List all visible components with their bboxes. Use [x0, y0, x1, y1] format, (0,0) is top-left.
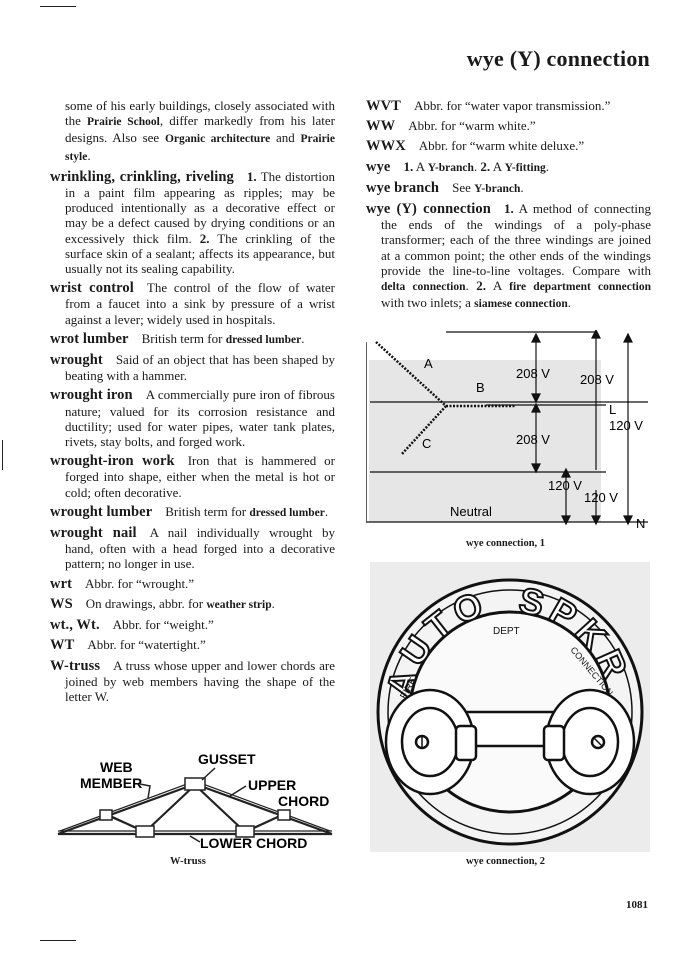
label-208v: 208 V: [580, 372, 614, 387]
wye-connection-1-figure: A B C L N Neutral 208 V 208 V 208 V 120 …: [366, 330, 648, 530]
entry-definition: The control of the flow of water from a …: [65, 280, 335, 327]
label-120v: 120 V: [584, 490, 618, 505]
entry-term: wrt: [50, 575, 73, 592]
shaded-panel: [369, 360, 601, 522]
dictionary-entry: wrist control The control of the flow of…: [50, 280, 335, 327]
entry-definition: A commercially pure iron of fibrous natu…: [65, 387, 335, 450]
dictionary-entry: WW Abbr. for “warm white.”: [366, 118, 651, 134]
label-a: A: [424, 356, 433, 371]
entry-definition: See Y-branch.: [452, 179, 524, 195]
entry-definition: British term for dressed lumber.: [141, 330, 305, 346]
dictionary-entry: WWX Abbr. for “warm white deluxe.”: [366, 138, 651, 154]
entry-term: WT: [50, 637, 75, 654]
entry-definition: 1. A method of connecting the ends of th…: [381, 201, 652, 311]
label-gusset: GUSSET: [198, 751, 256, 767]
entry-term: wrought: [50, 352, 103, 369]
entry-term: wrot lumber: [50, 330, 129, 347]
entry-definition: Abbr. for “weight.”: [112, 617, 214, 633]
entry-definition: A nail individually wrought by hand, oft…: [65, 525, 335, 572]
entry-definition: Abbr. for “warm white.”: [408, 118, 536, 134]
dictionary-entry: wt., Wt. Abbr. for “weight.”: [50, 617, 335, 633]
dept-text: DEPT: [493, 626, 520, 637]
dictionary-entry: wye 1. A Y-branch. 2. A Y-fitting.: [366, 159, 651, 176]
entry-term: wrist control: [50, 280, 134, 297]
dictionary-entry: wrought nail A nail individually wrought…: [50, 525, 335, 572]
entry-definition: Iron that is hammered or forged into sha…: [65, 453, 336, 500]
winding-a: [375, 341, 447, 407]
entry-term: wrought-iron work: [50, 453, 175, 470]
entry-definition: 1. A Y-branch. 2. A Y-fitting.: [403, 158, 549, 174]
entry-definition: Abbr. for “watertight.”: [87, 637, 206, 653]
label-c: C: [422, 436, 431, 451]
label-neutral: Neutral: [450, 504, 492, 519]
entry-term: wye (Y) connection: [366, 201, 491, 218]
entry-definition: Abbr. for “warm white deluxe.”: [418, 138, 585, 154]
label-120v: 120 V: [548, 478, 582, 493]
label-member: MEMBER: [80, 775, 142, 791]
entry-term: wrinkling, crinkling, riveling: [50, 168, 234, 185]
dictionary-entry: wrought Said of an object that has been …: [50, 352, 335, 383]
label-lower-chord: LOWER CHORD: [200, 835, 307, 851]
crop-mark: [2, 440, 3, 470]
left-column: some of his early buildings, closely ass…: [50, 98, 335, 708]
label-b: B: [476, 380, 485, 395]
entry-definition: British term for dressed lumber.: [165, 503, 329, 519]
winding-c: [400, 405, 447, 456]
entry-term: wye: [366, 158, 391, 175]
entry-term: wrought iron: [50, 387, 133, 404]
crop-mark: [40, 6, 76, 7]
label-upper: UPPER: [248, 777, 296, 793]
w-truss-figure: WEB MEMBER GUSSET UPPER CHORD LOWER CHOR…: [57, 751, 333, 851]
crop-mark: [40, 940, 76, 941]
entry-term: WW: [366, 118, 396, 135]
dictionary-entry: wrot lumber British term for dressed lum…: [50, 331, 335, 348]
entry-definition: Said of an object that has been shaped b…: [65, 352, 335, 384]
entry-definition: 1. The distortion in a paint film appear…: [65, 168, 336, 277]
dictionary-entry: wye (Y) connection 1. A method of connec…: [366, 201, 651, 312]
dictionary-entry: W-truss A truss whose upper and lower ch…: [50, 658, 335, 705]
dictionary-entry: wrt Abbr. for “wrought.”: [50, 576, 335, 592]
dictionary-entry: wrinkling, crinkling, riveling 1. The di…: [50, 169, 335, 276]
right-column: WVT Abbr. for “water vapor transmission.…: [366, 98, 651, 316]
entry-term: W-truss: [50, 657, 101, 674]
dictionary-entry: some of his early buildings, closely ass…: [50, 98, 335, 165]
dictionary-entry: wye branch See Y-branch.: [366, 180, 651, 197]
entry-definition: On drawings, abbr. for weather strip.: [85, 595, 275, 611]
entry-term: wt., Wt.: [50, 617, 100, 634]
label-web: WEB: [100, 759, 133, 775]
label-120v: 120 V: [609, 418, 643, 433]
label-l: L: [609, 402, 616, 417]
entry-term: wrought lumber: [50, 503, 153, 520]
dictionary-entry: WS On drawings, abbr. for weather strip.: [50, 596, 335, 613]
running-head: wye (Y) connection: [466, 46, 650, 71]
caption-wye-1: wye connection, 1: [466, 538, 546, 549]
caption-wye-2: wye connection, 2: [466, 856, 546, 867]
entry-term: WWX: [366, 138, 406, 155]
dictionary-entry: wrought iron A commercially pure iron of…: [50, 387, 335, 449]
dictionary-entry: WVT Abbr. for “water vapor transmission.…: [366, 98, 651, 114]
caption-w-truss: W-truss: [170, 856, 206, 867]
entry-definition: Abbr. for “wrought.”: [85, 575, 195, 591]
gusset: [184, 777, 206, 791]
entry-term: WS: [50, 595, 73, 612]
entry-term: WVT: [366, 98, 401, 114]
label-208v: 208 V: [516, 366, 550, 381]
label-208v: 208 V: [516, 432, 550, 447]
entry-term: wye branch: [366, 179, 440, 196]
label-n: N: [636, 516, 645, 530]
label-chord: CHORD: [278, 793, 329, 809]
entry-definition: Abbr. for “water vapor transmission.”: [413, 98, 611, 113]
dictionary-entry: WT Abbr. for “watertight.”: [50, 637, 335, 653]
entry-definition: some of his early buildings, closely ass…: [65, 98, 335, 163]
entry-term: wrought nail: [50, 525, 137, 542]
dictionary-entry: wrought lumber British term for dressed …: [50, 504, 335, 521]
page-number: 1081: [626, 899, 648, 911]
dictionary-entry: wrought-iron work Iron that is hammered …: [50, 453, 335, 500]
entry-definition: A truss whose upper and lower chords are…: [65, 657, 335, 704]
